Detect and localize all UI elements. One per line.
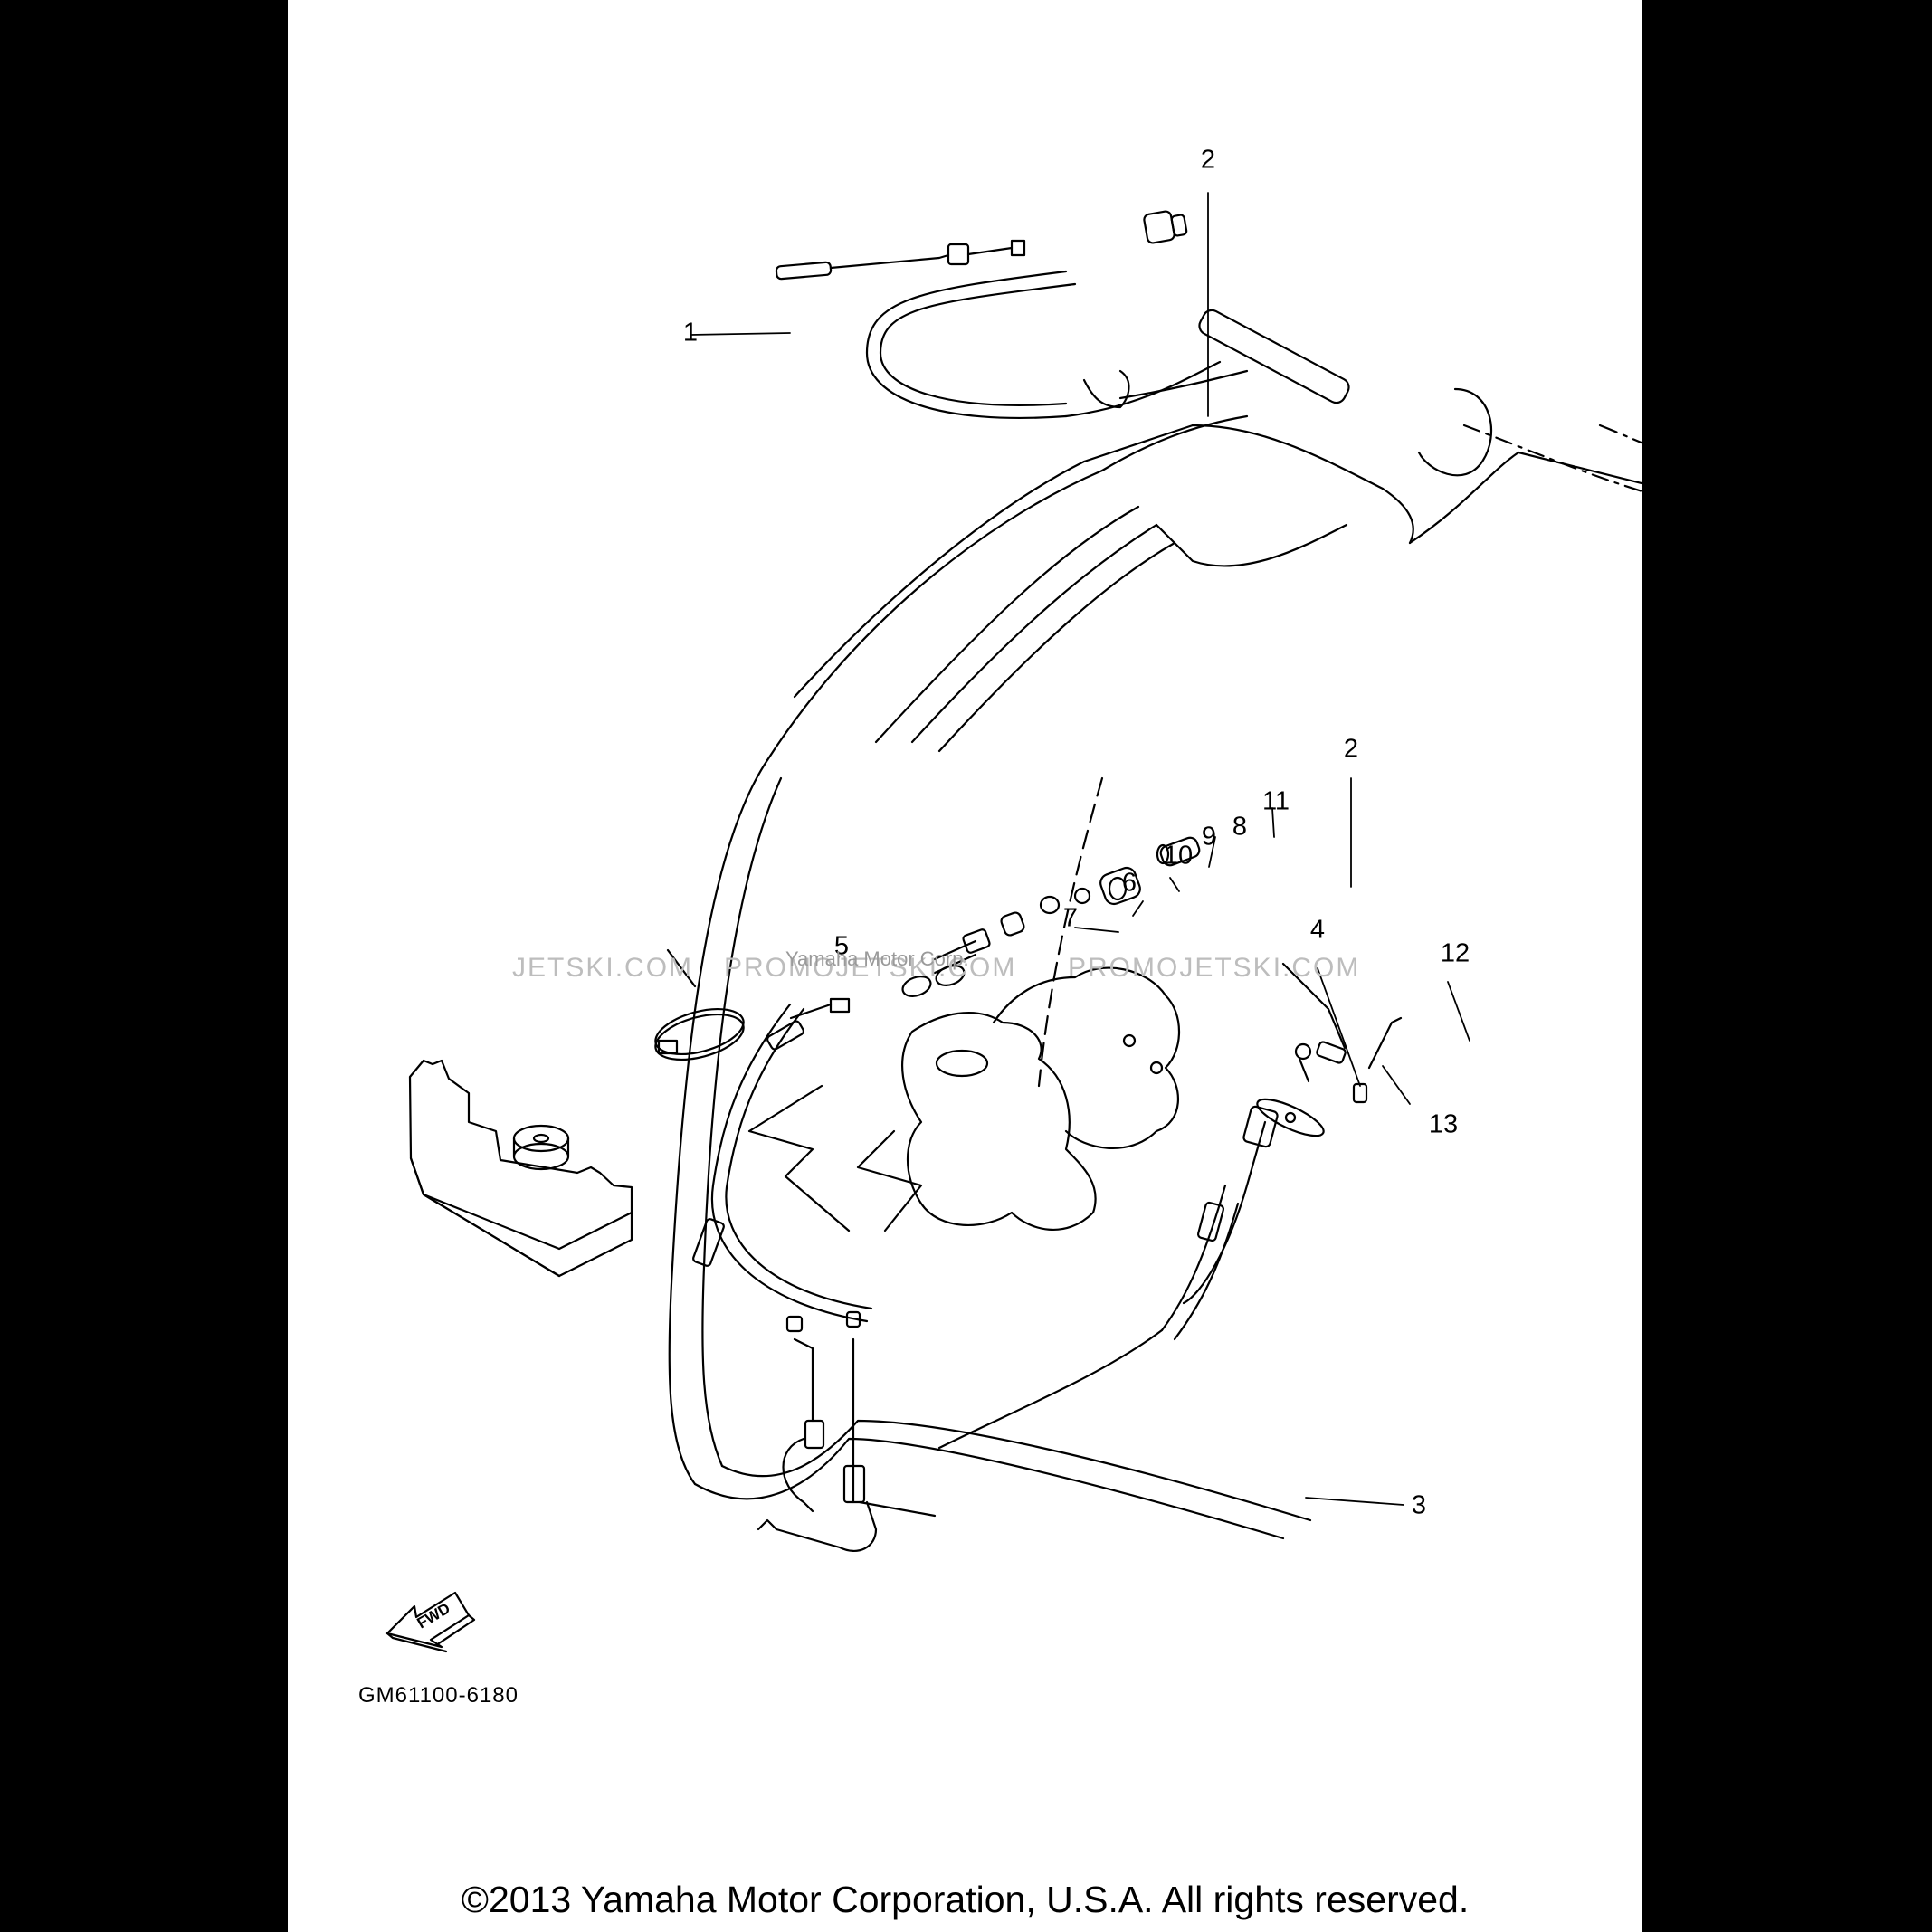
callout-9: 9 [1201,822,1217,852]
forward-arrow-icon [385,1591,476,1653]
copyright-notice: ©2013 Yamaha Motor Corporation, U.S.A. A… [461,1879,1470,1920]
handlebar-area [1100,309,1642,477]
jet-pump-body [747,966,1181,1232]
callout-13: 13 [1428,1109,1459,1139]
callout-2-mid: 2 [1343,734,1359,764]
callout-6: 6 [1121,868,1137,898]
hull-outline [668,424,1642,1540]
watermark-middle: PROMOJETSKI.COM [724,953,1017,983]
watermark-left: JETSKI.COM [512,953,694,983]
callout-2-top: 2 [1200,145,1216,175]
exploded-parts-row [901,836,1201,997]
callout-12: 12 [1440,938,1470,968]
callout-10: 10 [1163,841,1194,871]
lower-hose-fittings [757,1310,937,1552]
parts-exploded-view [385,192,1642,1653]
callout-8: 8 [1232,812,1248,842]
diagram-sheet: 1 2 2 3 4 5 6 7 8 9 10 11 12 13 JETSKI.C… [288,0,1642,1932]
callout-11: 11 [1261,786,1290,816]
callout-1: 1 [682,318,699,347]
callout-5: 5 [833,931,850,961]
mounting-bracket [408,1059,633,1278]
drawing-code: GM61100-6180 [358,1683,519,1708]
watermark-right: PROMOJETSKI.COM [1068,953,1361,983]
part-5-band-clamp [654,948,745,1061]
leader-lines [690,192,1470,1506]
cable-1 [775,239,1222,420]
watermark-corp: Yamaha Motor Corp. [785,947,969,970]
cable-3 [692,997,873,1323]
callout-3: 3 [1411,1490,1427,1520]
part-2-top-connector [1082,210,1188,409]
parts-4-12-13 [937,962,1403,1450]
callout-4: 4 [1309,915,1326,945]
callout-7: 7 [1062,903,1079,933]
